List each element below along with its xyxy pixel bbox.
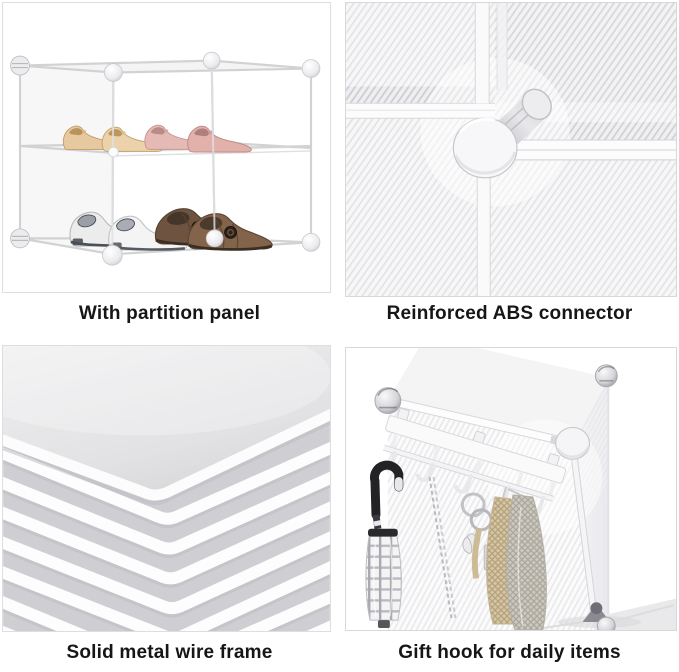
caption-abs-connector: Reinforced ABS connector (386, 303, 633, 324)
hook-rail-illustration (365, 348, 676, 630)
rail-disc-connector (549, 426, 591, 460)
shoe-rack-illustration (10, 51, 321, 266)
vertical-rails (474, 3, 508, 296)
bottom-shoes (68, 207, 274, 252)
panel-image-wire-frame (2, 345, 331, 632)
rack-front-wires (111, 60, 216, 255)
caption-gift-hook: Gift hook for daily items (398, 642, 621, 663)
umbrella (365, 460, 404, 629)
caption-wire-frame: Solid metal wire frame (66, 642, 273, 663)
panel-stack-illustration (3, 346, 330, 631)
rack-connectors (10, 51, 321, 266)
top-panel-surface (3, 346, 330, 506)
chain (428, 476, 457, 619)
stacked-panel-edges (3, 441, 330, 631)
horizontal-rails (346, 102, 676, 161)
bottom-ball-connector (596, 616, 616, 630)
connector-illustration (346, 3, 676, 296)
panel-image-gift-hook (345, 347, 677, 631)
connector-disc (452, 117, 518, 179)
woven-bags (486, 486, 547, 630)
panel-image-partition-panel (2, 2, 331, 293)
caption-partition-panel: With partition panel (78, 303, 261, 324)
panel-image-abs-connector (345, 2, 677, 297)
